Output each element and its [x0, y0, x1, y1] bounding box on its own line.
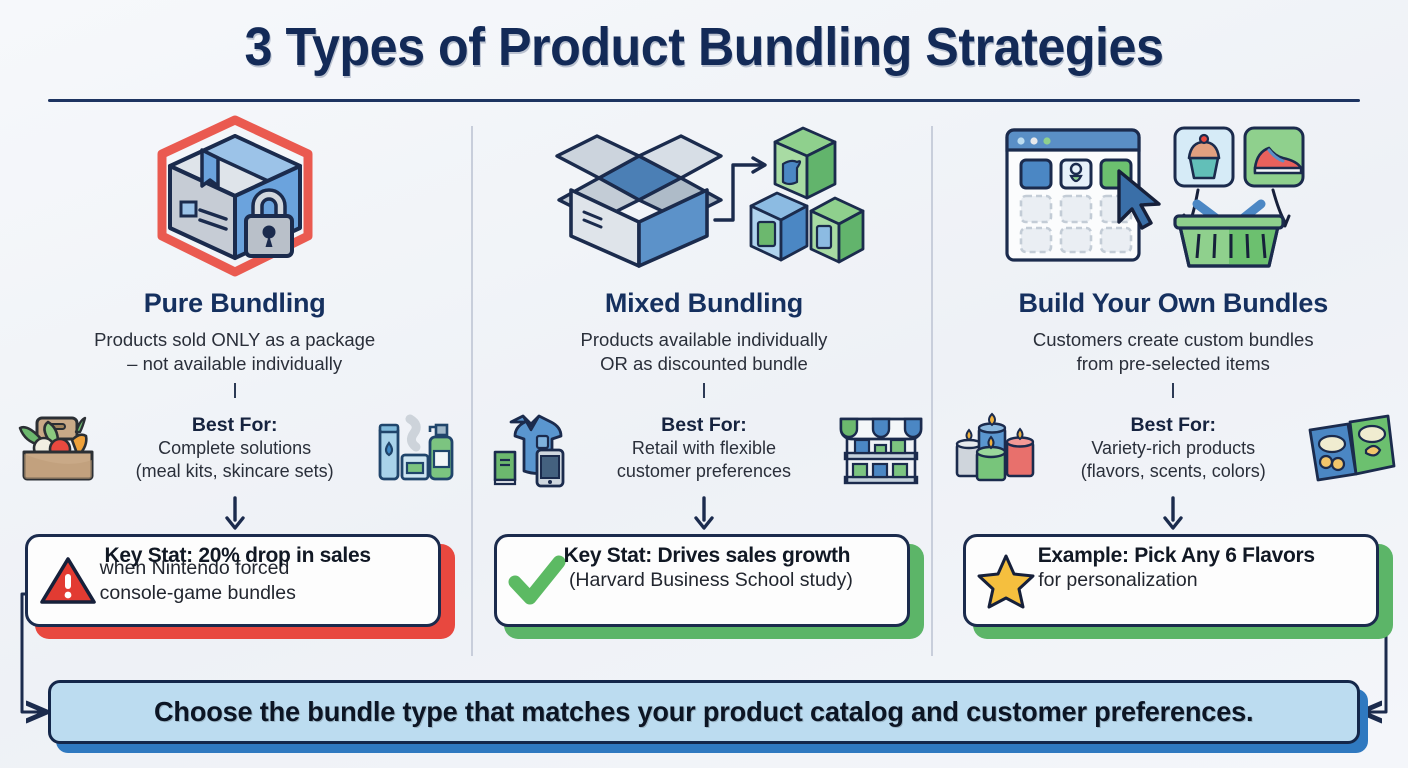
candles-icon [948, 408, 1044, 488]
best-for-text-build-your-own: Best For: Variety-rich products (flavors… [1054, 413, 1292, 483]
grocery-box-icon [10, 408, 106, 488]
gold-star-icon [974, 549, 1038, 613]
title-divider-rule [48, 99, 1360, 102]
key-stat-text-pure-bundling: when Nintendo forced console-game bundle… [100, 556, 430, 606]
subtitle-line-1: Customers create custom bundles [1032, 329, 1314, 350]
best-for-line-1: Retail with flexible [631, 438, 776, 458]
page-title: 3 Types of Product Bundling Strategies [244, 17, 1164, 77]
skincare-set-icon [364, 408, 460, 488]
hero-icon-mixed-bundling [469, 112, 938, 280]
snack-bags-icon [1302, 408, 1398, 488]
best-for-text-mixed-bundling: Best For: Retail with flexible customer … [585, 413, 823, 483]
column-title-build-your-own: Build Your Own Bundles [1018, 288, 1329, 318]
best-for-text-pure-bundling: Best For: Complete solutions (meal kits,… [116, 413, 354, 483]
key-stat-text-build-your-own: for personalization [1038, 568, 1368, 593]
column-pure-bundling: Pure Bundling Products sold ONLY as a pa… [0, 112, 469, 660]
down-arrow-pure-bundling [224, 496, 245, 530]
down-arrow-mixed-bundling [694, 496, 714, 530]
key-stat-card-wrap-build-your-own: for personalization Example: Pick Any 6 … [963, 534, 1394, 639]
best-for-label: Best For: [191, 414, 278, 436]
key-stat-text-mixed-bundling: (Harvard Business School study) [569, 568, 899, 593]
summary-banner-text: Choose the bundle type that matches your… [154, 696, 1254, 727]
down-arrow-build-your-own [1163, 496, 1183, 530]
column-subtitle-mixed-bundling: Products available individually OR as di… [581, 328, 828, 376]
columns-container: Pure Bundling Products sold ONLY as a pa… [0, 112, 1408, 660]
best-for-line-2: customer preferences [616, 461, 791, 481]
warning-triangle-icon [36, 549, 100, 613]
green-check-icon [505, 549, 569, 613]
subtitle-line-1: Products available individually [580, 329, 828, 350]
hero-icon-build-your-own [939, 112, 1408, 280]
column-subtitle-pure-bundling: Products sold ONLY as a package – not av… [94, 328, 375, 376]
column-build-your-own-bundles: Build Your Own Bundles Customers create … [939, 112, 1408, 660]
key-stat-card-mixed-bundling[interactable]: (Harvard Business School study) Key Stat… [493, 534, 910, 627]
subtitle-line-1: Products sold ONLY as a package [94, 329, 376, 350]
summary-banner-wrap: Choose the bundle type that matches your… [48, 680, 1368, 753]
connector-tick [233, 383, 236, 398]
connector-tick [702, 383, 705, 398]
key-stat-card-wrap-pure-bundling: when Nintendo forced console-game bundle… [24, 534, 455, 639]
key-stat-soft-line-1: when Nintendo forced [99, 556, 290, 579]
key-stat-headline: Key Stat: Drives sales growth [563, 544, 851, 567]
best-for-line-2: (meal kits, skincare sets) [135, 461, 334, 481]
subtitle-line-2: – not available individually [127, 353, 343, 374]
storefront-icon [833, 408, 929, 488]
key-stat-soft-line-1: (Harvard Business School study) [568, 569, 853, 591]
best-for-label: Best For: [1130, 414, 1217, 436]
key-stat-soft-line-2: console-game bundles [99, 581, 296, 604]
best-for-line-1: Variety-rich products [1091, 438, 1256, 458]
column-divider-1 [471, 126, 473, 656]
key-stat-card-pure-bundling[interactable]: when Nintendo forced console-game bundle… [24, 534, 441, 627]
key-stat-card-build-your-own[interactable]: for personalization Example: Pick Any 6 … [963, 534, 1380, 627]
best-for-row-pure-bundling: Best For: Complete solutions (meal kits,… [0, 402, 469, 494]
column-mixed-bundling: Mixed Bundling Products available indivi… [469, 112, 938, 660]
best-for-label: Best For: [661, 414, 747, 436]
key-stat-headline: Example: Pick Any 6 Flavors [1037, 544, 1315, 567]
best-for-line-1: Complete solutions [158, 438, 312, 458]
subtitle-line-2: OR as discounted bundle [600, 353, 808, 374]
best-for-row-mixed-bundling: Best For: Retail with flexible customer … [469, 402, 938, 494]
hero-icon-pure-bundling [0, 112, 469, 280]
connector-tick [1172, 383, 1175, 398]
column-divider-2 [931, 126, 933, 656]
best-for-row-build-your-own: Best For: Variety-rich products (flavors… [939, 402, 1408, 494]
shirt-book-phone-icon [479, 408, 575, 488]
key-stat-card-wrap-mixed-bundling: (Harvard Business School study) Key Stat… [493, 534, 924, 639]
column-title-mixed-bundling: Mixed Bundling [604, 288, 804, 318]
subtitle-line-2: from pre-selected items [1076, 353, 1270, 374]
key-stat-soft-line-1: for personalization [1038, 569, 1198, 591]
best-for-line-2: (flavors, scents, colors) [1080, 461, 1266, 481]
column-subtitle-build-your-own: Customers create custom bundles from pre… [1033, 328, 1314, 376]
column-title-pure-bundling: Pure Bundling [143, 288, 326, 318]
summary-banner[interactable]: Choose the bundle type that matches your… [48, 680, 1360, 744]
